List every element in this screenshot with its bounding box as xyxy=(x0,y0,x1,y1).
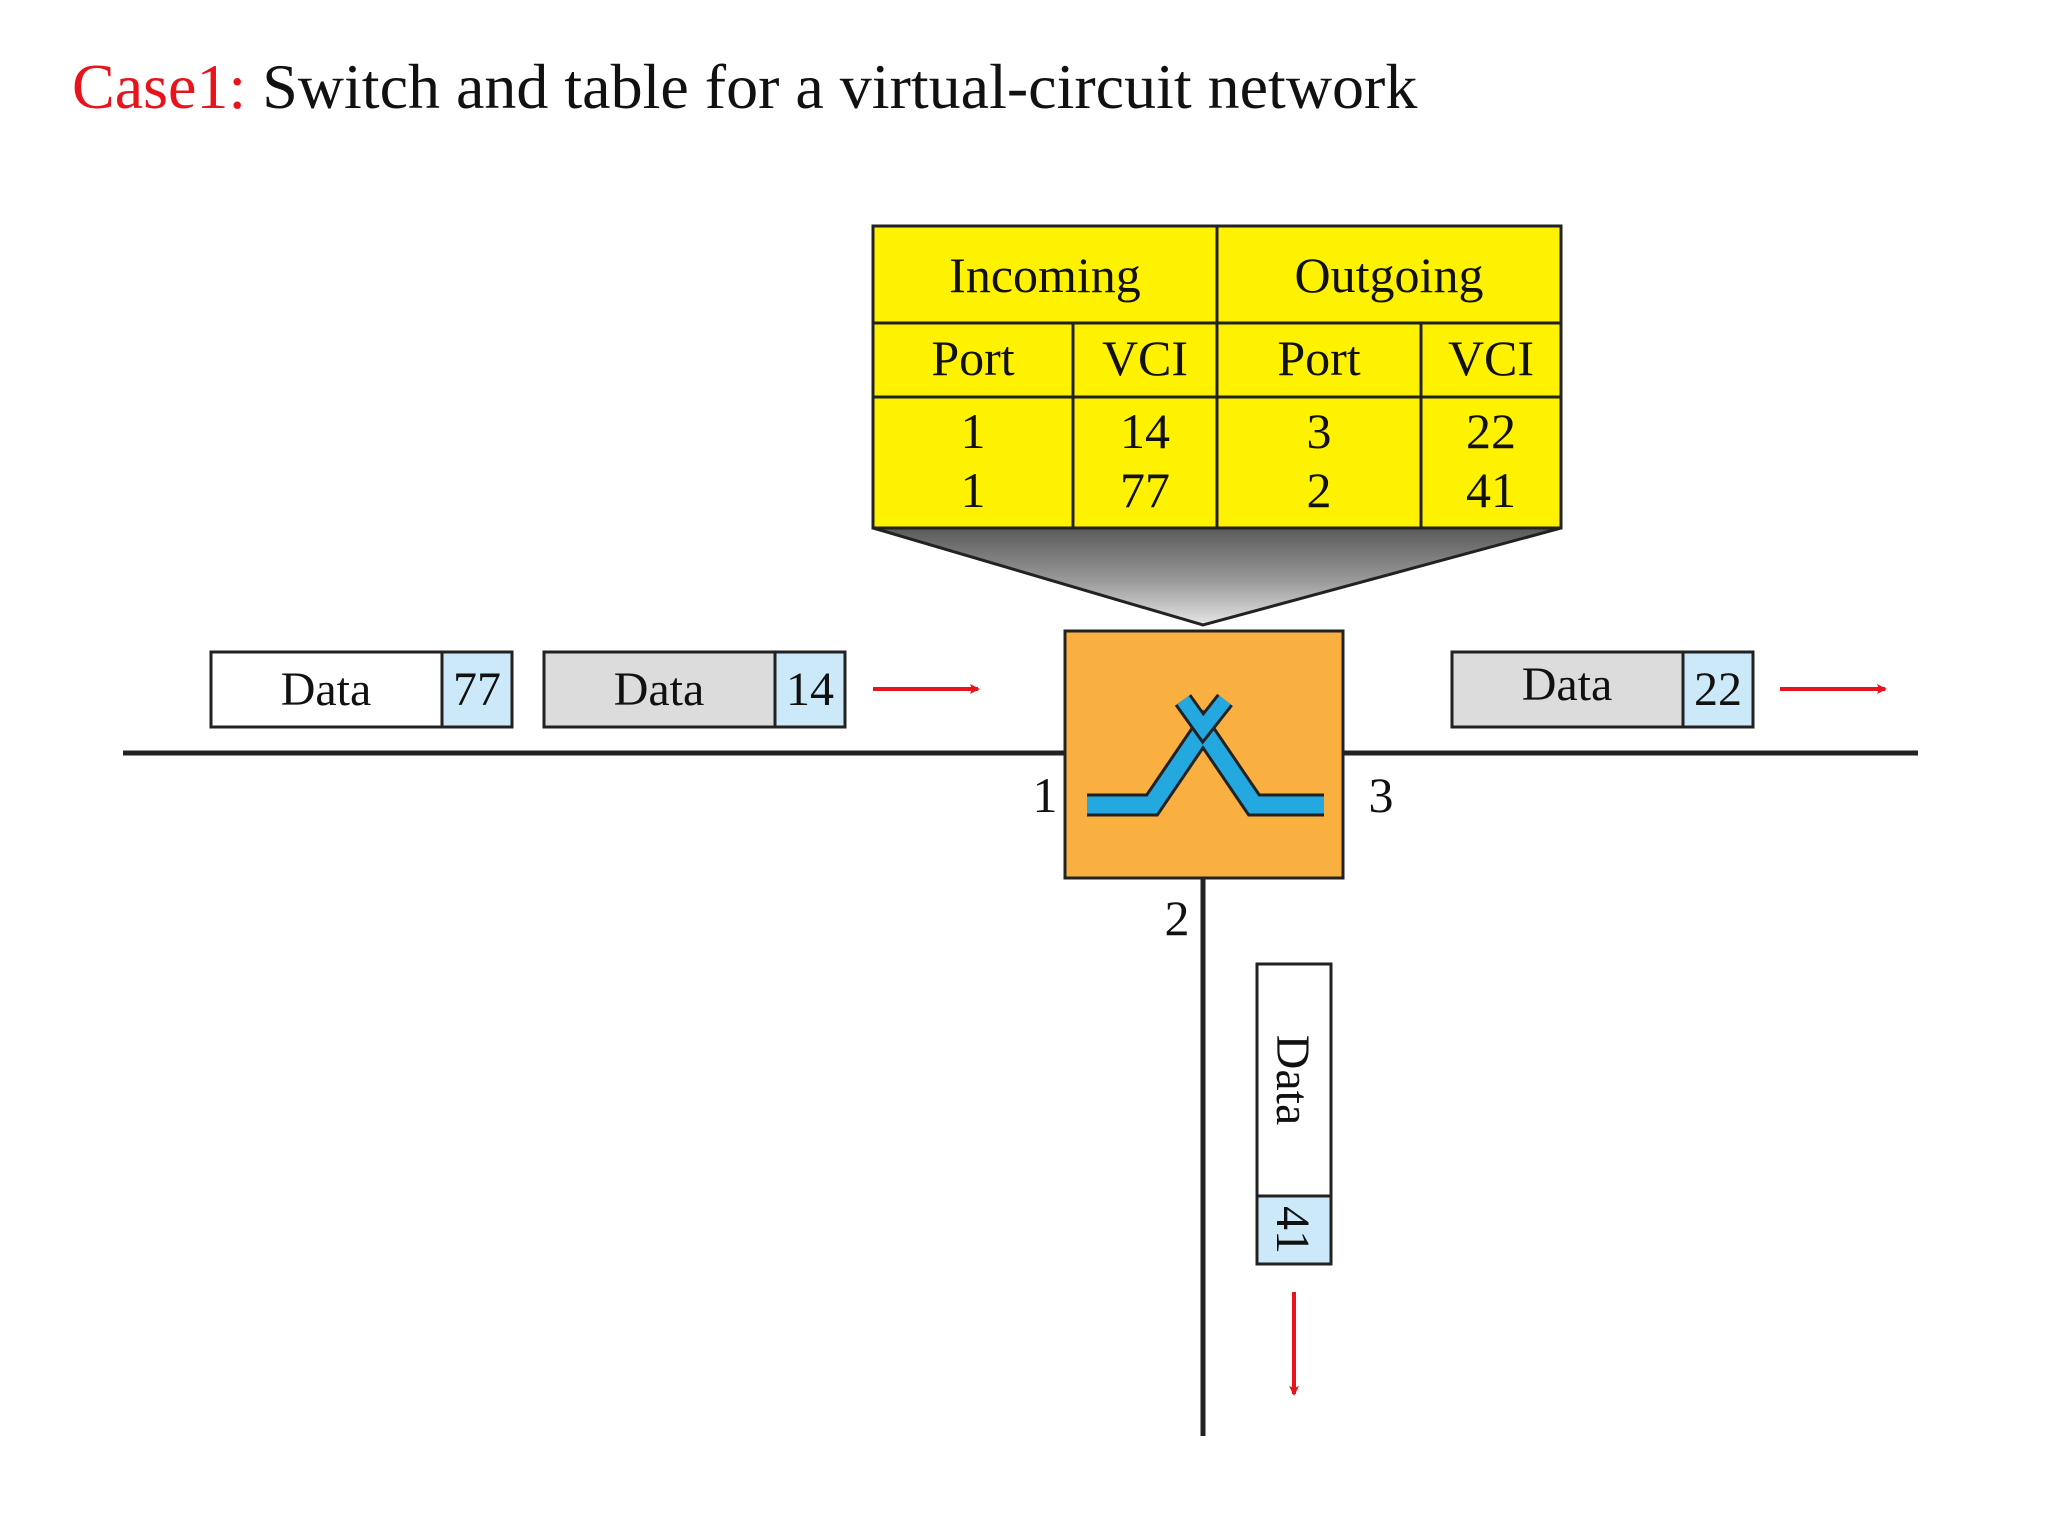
table-cell: 22 xyxy=(1466,403,1516,459)
frame-right: Data 22 xyxy=(1450,650,1755,729)
title-text: Switch and table for a virtual-circuit n… xyxy=(246,51,1417,122)
table-group-outgoing: Outgoing xyxy=(1295,247,1484,303)
frame-vci-box xyxy=(773,650,847,729)
frame-vci-box xyxy=(440,650,514,729)
table-header-out-vci: VCI xyxy=(1448,330,1534,386)
table-header-in-vci: VCI xyxy=(1102,330,1188,386)
frame-data-box xyxy=(209,650,444,729)
frame-vci-label: 14 xyxy=(786,663,834,716)
frame-vci-box xyxy=(1681,650,1755,729)
frame-far-left: Data 77 xyxy=(209,650,514,729)
frame-vci-box xyxy=(1255,1194,1333,1266)
table-group-incoming: Incoming xyxy=(949,247,1141,303)
table-cell: 2 xyxy=(1307,462,1332,518)
page-title: Case1: Switch and table for a virtual-ci… xyxy=(72,51,1417,122)
frame-data-label: Data xyxy=(1266,1035,1319,1126)
table-cell: 3 xyxy=(1307,403,1332,459)
table-cell: 14 xyxy=(1120,403,1170,459)
frame-near-left: Data 14 xyxy=(542,650,847,729)
frame-data-label: Data xyxy=(281,663,372,716)
frame-vci-label: 22 xyxy=(1694,663,1742,716)
frame-data-box xyxy=(1450,650,1685,729)
frame-data-label: Data xyxy=(614,663,705,716)
table-header-in-port: Port xyxy=(931,330,1014,386)
switch-box xyxy=(1063,629,1345,880)
frame-data-box xyxy=(542,650,777,729)
port-label-3: 3 xyxy=(1369,767,1394,823)
table-cell: 77 xyxy=(1120,462,1170,518)
frame-vci-label: 77 xyxy=(453,663,501,716)
table-cell: 41 xyxy=(1466,462,1516,518)
switch-icon xyxy=(1087,693,1324,817)
port-label-2: 2 xyxy=(1165,890,1190,946)
title-case-label: Case1: xyxy=(72,51,246,122)
table-cell: 1 xyxy=(961,403,986,459)
switch xyxy=(1063,629,1345,880)
switching-table: Incoming Outgoing Port VCI Port VCI 1 14… xyxy=(871,224,1563,530)
port-label-1: 1 xyxy=(1033,767,1058,823)
frame-bottom: Data 41 xyxy=(1255,962,1333,1266)
frame-data-label: Data xyxy=(1522,658,1613,711)
table-callout-funnel xyxy=(872,526,1562,627)
table-header-out-port: Port xyxy=(1277,330,1360,386)
frame-vci-label: 41 xyxy=(1266,1206,1319,1254)
table-cell: 1 xyxy=(961,462,986,518)
